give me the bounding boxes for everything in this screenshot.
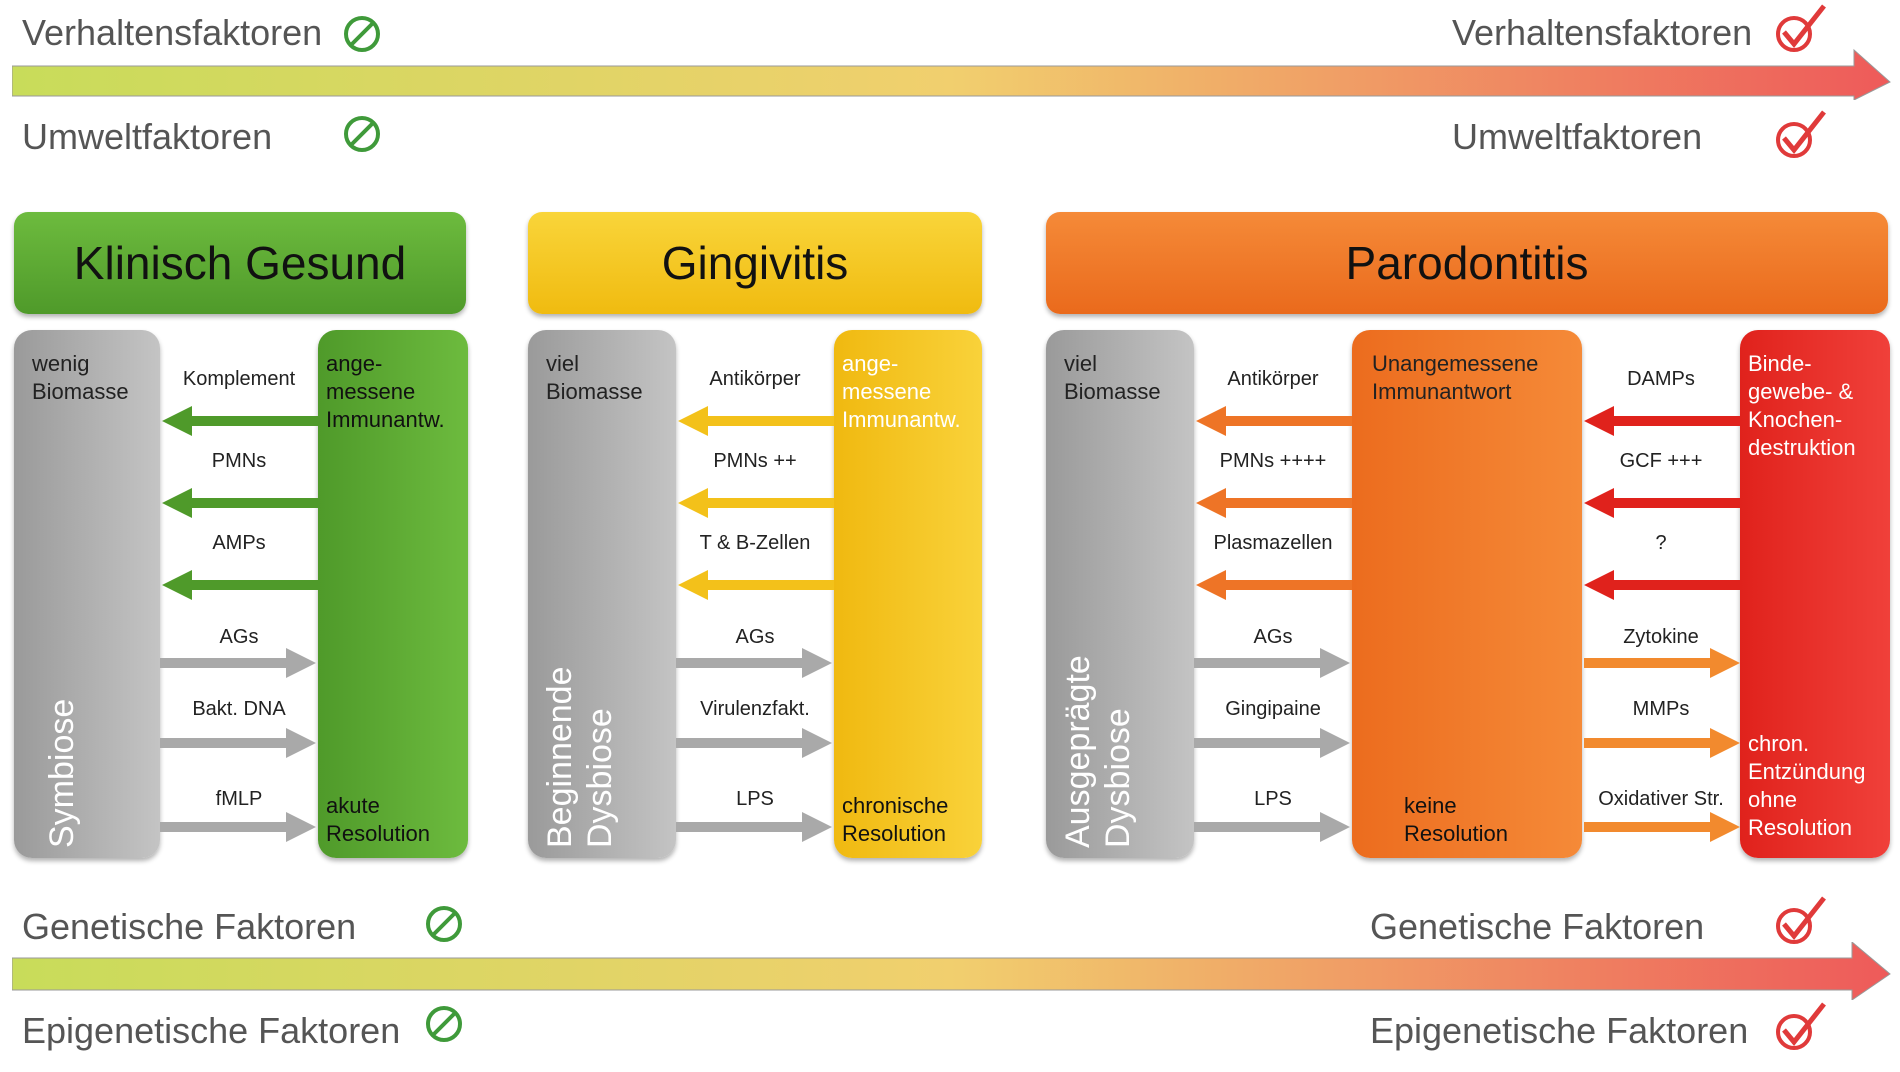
check-icon [1776,896,1826,944]
arrow-label: PMNs ++ [713,450,797,472]
arrow-label: LPS [1254,788,1292,810]
arrow-label: MMPs [1632,698,1690,720]
check-icon [1776,110,1826,158]
top-gradient-arrow [12,48,1891,100]
arrow-label: Plasmazellen [1213,532,1333,554]
arrow-left-yellow [678,406,834,436]
stage-header-healthy: Klinisch Gesund [14,212,466,314]
arrow-left-orange [1196,570,1352,600]
chronic-inflammation-label: chron. Entzündung ohne Resolution [1748,731,1866,840]
arrow-label: PMNs ++++ [1219,450,1327,472]
immune-response-label: ange- messene Immunantw. [326,351,445,432]
arrow-left-red [1584,570,1740,600]
arrow-right-gray [160,812,316,842]
arrow-label: AMPs [212,532,266,554]
biofilm-column-healthy [14,330,160,858]
factor-genetic-left: Genetische Faktoren [22,906,357,947]
arrow-right-orange [1584,812,1740,842]
arrow-right-gray [160,648,316,678]
absent-icon [426,906,462,942]
arrow-left-green [162,488,318,518]
arrow-right-orange [1584,728,1740,758]
arrow-label: Oxidativer Str. [1598,788,1724,810]
arrow-label: Antikörper [1227,368,1319,390]
stage-title: Klinisch Gesund [73,237,407,289]
factor-epigenetic-right: Epigenetische Faktoren [1370,1010,1749,1051]
biofilm-column-gingivitis [528,330,676,858]
factor-environment-right: Umweltfaktoren [1452,116,1703,157]
arrow-label: LPS [736,788,774,810]
factor-behavior-left: Verhaltensfaktoren [22,12,323,53]
biomass-label: wenig Biomasse [32,351,129,404]
stage-header-gingivitis: Gingivitis [528,212,982,314]
arrow-label: Zytokine [1623,626,1699,648]
arrow-label: Gingipaine [1225,698,1321,720]
arrow-left-red [1584,488,1740,518]
arrow-right-gray [676,728,832,758]
arrow-right-gray [676,648,832,678]
arrow-left-green [162,570,318,600]
arrow-label: fMLP [215,788,263,810]
factor-behavior-right: Verhaltensfaktoren [1452,12,1753,53]
factor-environment-left: Umweltfaktoren [22,116,273,157]
factor-epigenetic-left: Epigenetische Faktoren [22,1010,401,1051]
host-column-healthy [318,330,468,858]
destruction-column [1740,330,1890,858]
arrow-left-red [1584,406,1740,436]
arrow-right-gray [1194,648,1350,678]
biofilm-state-label: Beginnende Dysbiose [541,666,619,848]
arrow-label: AGs [219,626,259,648]
arrow-label: ? [1655,532,1667,554]
immune-response-label: ange- messene Immunantw. [842,351,961,432]
biofilm-state-label: Ausgeprägte Dysbiose [1059,655,1137,848]
arrow-right-orange [1584,648,1740,678]
arrow-left-orange [1196,406,1352,436]
arrow-left-yellow [678,488,834,518]
biomass-label: viel Biomasse [546,351,643,404]
absent-icon [344,16,380,52]
stage-header-periodontitis: Parodontitis [1046,212,1888,314]
arrow-right-gray [676,812,832,842]
immune-response-label: Unangemessene Immunantwort [1372,351,1539,404]
arrow-label: AGs [735,626,775,648]
arrow-label: PMNs [211,450,267,472]
arrow-label: Bakt. DNA [192,698,286,720]
tissue-destruction-label: Binde- gewebe- & Knochen- destruktion [1748,351,1856,460]
arrow-right-gray [1194,812,1350,842]
check-icon [1776,4,1826,52]
arrow-right-gray [1194,728,1350,758]
biofilm-state-label: Symbiose [43,698,81,848]
arrow-label: AGs [1253,626,1293,648]
absent-icon [344,116,380,152]
bottom-gradient-arrow [12,942,1891,1000]
arrow-label: Virulenzfakt. [700,698,810,720]
arrow-label: GCF +++ [1619,450,1703,472]
arrow-right-gray [160,728,316,758]
host-column-gingivitis [834,330,982,858]
absent-icon [426,1006,462,1042]
resolution-label: chronische Resolution [842,793,949,846]
arrow-label: T & B-Zellen [699,532,811,554]
stage-title: Gingivitis [661,237,849,289]
biomass-label: viel Biomasse [1064,351,1161,404]
resolution-label: keine Resolution [1404,793,1508,846]
host-column-periodontitis [1352,330,1582,858]
arrow-left-green [162,406,318,436]
arrow-label: Komplement [182,368,296,390]
factor-genetic-right: Genetische Faktoren [1370,906,1705,947]
biofilm-column-periodontitis [1046,330,1194,858]
stage-title: Parodontitis [1345,237,1589,289]
arrow-left-yellow [678,570,834,600]
resolution-label: akute Resolution [326,793,430,846]
arrow-label: Antikörper [709,368,801,390]
check-icon [1776,1002,1826,1050]
arrow-label: DAMPs [1627,368,1695,390]
arrow-left-orange [1196,488,1352,518]
